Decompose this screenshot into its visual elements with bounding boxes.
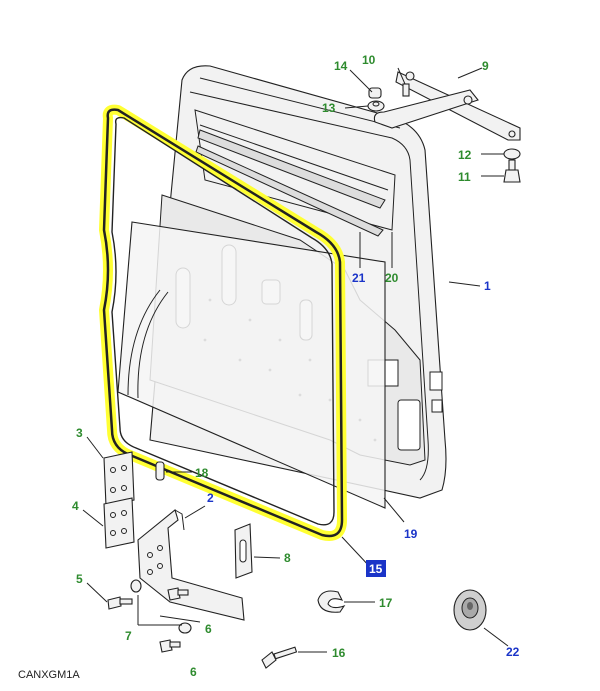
callout-14: 14 [334,59,348,73]
callout-22: 22 [506,645,520,659]
callout-1: 1 [484,279,491,293]
callout-12: 12 [458,148,472,162]
upper-link-assembly [367,71,521,183]
callout-19: 19 [404,527,418,541]
callout-11: 11 [458,170,471,184]
lower-hinge-parts [103,451,253,621]
callout-21: 21 [352,271,366,285]
callout-6-upper: 6 [205,622,212,636]
callout-3: 3 [76,426,83,440]
callout-2: 2 [207,491,214,505]
callout-8: 8 [284,551,291,565]
callout-13: 13 [322,101,336,115]
callout-labels: 1 2 3 4 5 6 6 7 8 9 10 11 12 13 14 15 16… [72,53,520,679]
callout-10: 10 [362,53,376,67]
callout-17: 17 [379,596,393,610]
callout-4: 4 [72,499,79,513]
callout-7: 7 [125,629,132,643]
drawing-code-caption: CANXGM1A [18,669,80,681]
callout-5: 5 [76,572,83,586]
callout-15-selected[interactable]: 15 [369,562,383,576]
trim-panel-part-19 [117,221,386,509]
callout-16: 16 [332,646,346,660]
selected-callout-box[interactable] [366,560,386,577]
callout-6-lower: 6 [190,665,197,679]
door-seal-highlighted [99,104,347,541]
callout-9: 9 [482,59,489,73]
callout-20: 20 [385,271,399,285]
callout-18: 18 [195,466,209,480]
fasteners [107,579,487,669]
